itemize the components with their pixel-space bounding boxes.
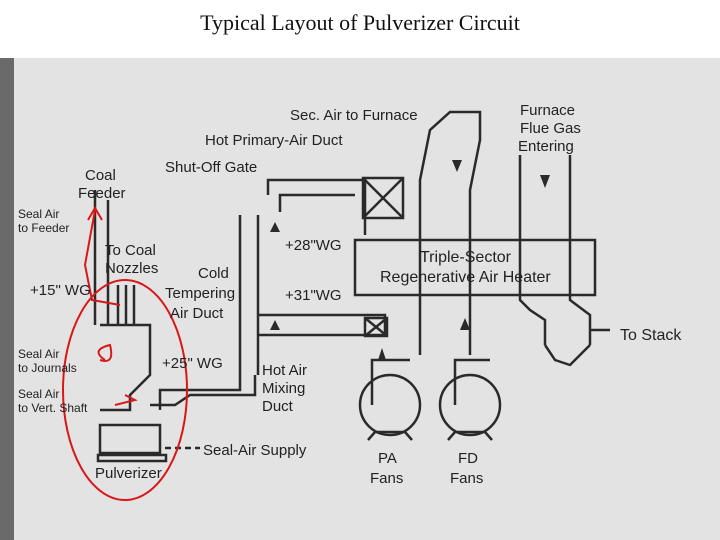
label-to-coal: To Coal xyxy=(105,242,156,259)
label-seal-air-feeder: Seal Air xyxy=(18,207,59,221)
label-wg-31: +31"WG xyxy=(285,287,342,304)
label-fd: FD xyxy=(458,450,478,467)
label-to-stack: To Stack xyxy=(620,327,682,344)
label-flue-gas: Flue Gas xyxy=(520,120,581,137)
red-circle-annotation xyxy=(62,279,188,501)
label-pa-fans: Fans xyxy=(370,470,403,487)
label-sec-air: Sec. Air to Furnace xyxy=(290,107,418,124)
pulverizer-upper xyxy=(100,323,152,412)
pulverizer-base xyxy=(98,423,162,455)
label-seal-air-shaft: Seal Air xyxy=(18,387,59,401)
label-fd-fans: Fans xyxy=(450,470,483,487)
label-to-vert-shaft: to Vert. Shaft xyxy=(18,401,88,415)
secondary-air-duct xyxy=(418,110,482,355)
mixing-duct xyxy=(150,375,257,407)
label-to-journals: to Journals xyxy=(18,361,77,375)
label-seal-air-supply: Seal-Air Supply xyxy=(203,442,307,459)
label-coal: Coal xyxy=(85,167,116,184)
flue-gas-duct-right xyxy=(568,155,592,345)
label-seal-air-journals: Seal Air xyxy=(18,347,59,361)
label-cold: Cold xyxy=(198,265,229,282)
red-arrow-annotation xyxy=(83,209,121,306)
flow-arrows xyxy=(270,160,550,360)
pa-fan xyxy=(358,373,422,437)
label-wg-15: +15" WG xyxy=(30,282,91,299)
label-hot-air: Hot Air xyxy=(262,362,307,379)
label-to-feeder: to Feeder xyxy=(18,221,69,235)
cold-tempering-duct xyxy=(258,313,387,337)
label-regenerative: Regenerative Air Heater xyxy=(380,269,551,286)
label-shutoff-gate: Shut-Off Gate xyxy=(165,159,257,176)
label-nozzles: Nozzles xyxy=(105,260,158,277)
label-pulverizer: Pulverizer xyxy=(95,465,162,482)
label-pa: PA xyxy=(378,450,397,467)
label-duct: Duct xyxy=(262,398,294,415)
label-wg-25: +25" WG xyxy=(162,355,223,372)
scan-edge xyxy=(0,58,14,540)
label-furnace: Furnace xyxy=(520,102,575,119)
label-wg-28: +28"WG xyxy=(285,237,342,254)
label-hot-primary-duct: Hot Primary-Air Duct xyxy=(205,132,343,149)
label-mixing: Mixing xyxy=(262,380,305,397)
hot-air-duct xyxy=(158,215,242,410)
flue-gas-duct xyxy=(518,155,547,345)
air-heater-box xyxy=(353,238,597,297)
hot-primary-duct xyxy=(266,178,367,235)
damper-box xyxy=(361,176,405,220)
label-entering: Entering xyxy=(518,138,574,155)
scanned-diagram-background xyxy=(0,58,720,540)
page-title: Typical Layout of Pulverizer Circuit xyxy=(200,10,520,35)
label-air-duct: Air Duct xyxy=(170,305,224,322)
label-feeder: Feeder xyxy=(78,185,126,202)
fd-fan xyxy=(438,373,502,437)
red-annotations xyxy=(62,206,188,501)
label-tempering: Tempering xyxy=(165,285,235,302)
label-triple-sector: Triple-Sector xyxy=(420,249,512,266)
